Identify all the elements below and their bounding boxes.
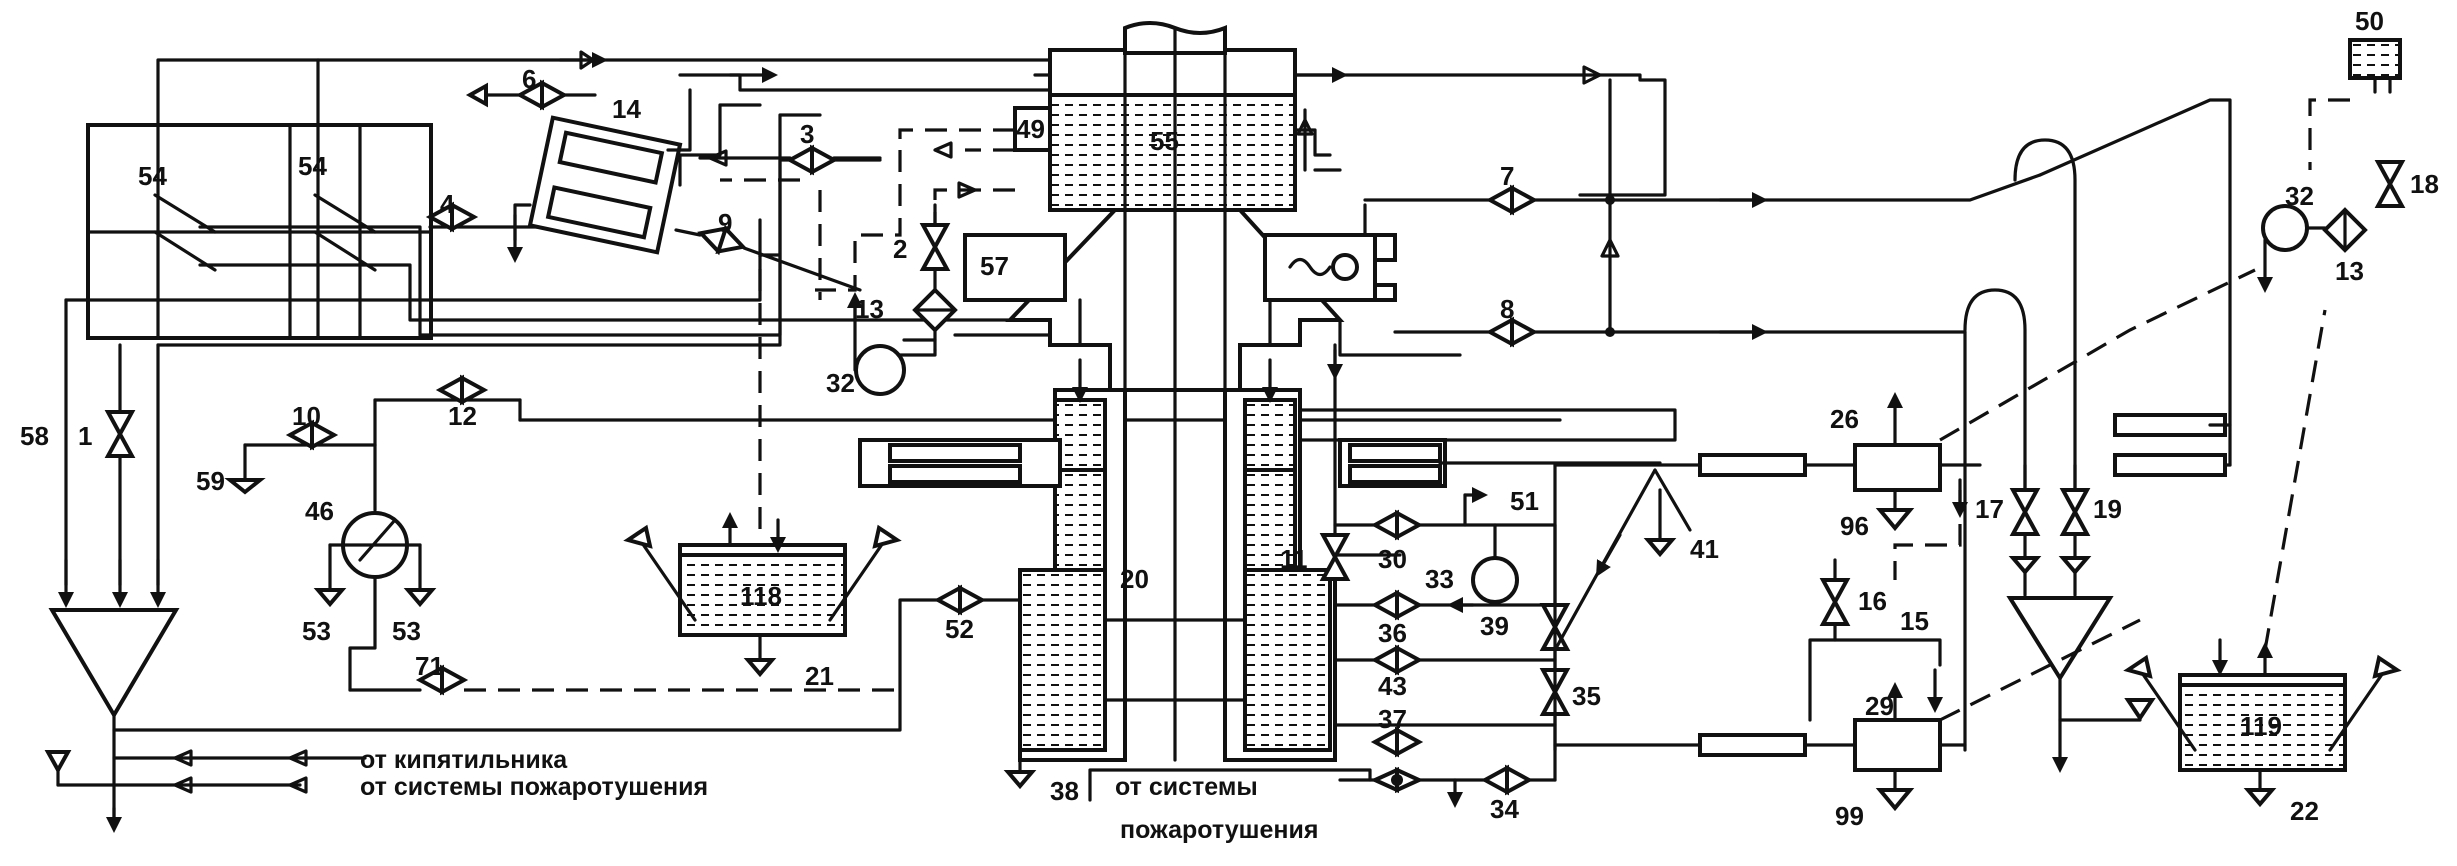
label-49: 49 xyxy=(1016,114,1045,144)
note-from-fire-bottom-1: от системы xyxy=(1115,773,1258,801)
label-9: 9 xyxy=(718,208,732,238)
valve-group-10-12: 10 12 59 46 53 53 71 xyxy=(196,374,1562,696)
label-41: 41 xyxy=(1690,534,1719,564)
label-71: 71 xyxy=(415,651,444,681)
heaters-right xyxy=(1553,413,2232,757)
label-30: 30 xyxy=(1378,544,1407,574)
hood xyxy=(1005,208,1345,392)
label-35: 35 xyxy=(1572,681,1601,711)
label-1: 1 xyxy=(78,421,92,451)
valve-3: 3 xyxy=(698,119,882,176)
label-13b: 13 xyxy=(2335,256,2364,286)
valve-6: 6 xyxy=(465,64,597,111)
valve-9: 9 xyxy=(674,208,862,292)
label-54b: 54 xyxy=(298,151,327,181)
label-51: 51 xyxy=(1510,486,1539,516)
label-4: 4 xyxy=(440,189,455,219)
label-53b: 53 xyxy=(392,616,421,646)
valve-2-filter-13-pump-32: 2 13 32 xyxy=(826,203,1162,398)
label-46: 46 xyxy=(305,496,334,526)
label-29: 29 xyxy=(1865,691,1894,721)
label-32a: 32 xyxy=(826,368,855,398)
label-26: 26 xyxy=(1830,404,1859,434)
label-53a: 53 xyxy=(302,616,331,646)
tank-118: 118 21 xyxy=(623,512,902,691)
label-3: 3 xyxy=(800,119,814,149)
label-6: 6 xyxy=(522,64,536,94)
label-32b: 32 xyxy=(2285,181,2314,211)
label-58: 58 xyxy=(20,421,49,451)
label-14: 14 xyxy=(612,94,641,124)
label-21: 21 xyxy=(805,661,834,691)
label-54a: 54 xyxy=(138,161,167,191)
label-36: 36 xyxy=(1378,618,1407,648)
note-from-fire-left: от системы пожаротушения xyxy=(360,773,708,801)
label-59: 59 xyxy=(196,466,225,496)
top-pipes xyxy=(156,50,1667,197)
label-37: 37 xyxy=(1378,704,1407,734)
tank-55: 55 xyxy=(1048,21,1342,212)
label-18: 18 xyxy=(2410,169,2439,199)
label-19: 19 xyxy=(2093,494,2122,524)
label-43: 43 xyxy=(1378,671,1407,701)
label-7: 7 xyxy=(1500,161,1514,191)
valves-17-19: 17 19 xyxy=(1975,463,2156,773)
label-16: 16 xyxy=(1858,586,1887,616)
label-38: 38 xyxy=(1050,776,1079,806)
label-2: 2 xyxy=(893,234,907,264)
collector-58: 58 xyxy=(20,421,957,833)
unit-26: 26 96 xyxy=(1830,268,2256,580)
label-17: 17 xyxy=(1975,494,2004,524)
label-13a: 13 xyxy=(855,294,884,324)
valve-4: 4 xyxy=(425,189,479,233)
label-96: 96 xyxy=(1840,511,1869,541)
label-22: 22 xyxy=(2290,796,2319,826)
valves-right-of-column: 11 30 36 43 37 34 51 33 39 35 4 xyxy=(1280,463,1719,824)
note-from-fire-bottom-2: пожаротушения xyxy=(1120,816,1318,844)
label-15: 15 xyxy=(1900,606,1929,636)
label-8: 8 xyxy=(1500,294,1514,324)
label-99: 99 xyxy=(1835,801,1864,831)
label-33: 33 xyxy=(1425,564,1454,594)
unit-57: 57 xyxy=(963,203,1397,302)
label-39: 39 xyxy=(1480,611,1509,641)
label-50: 50 xyxy=(2355,6,2384,36)
label-11: 11 xyxy=(1280,544,1308,574)
heat-exchanger-14: 14 xyxy=(507,88,692,263)
label-12: 12 xyxy=(448,401,477,431)
label-34: 34 xyxy=(1490,794,1519,824)
label-10: 10 xyxy=(292,401,321,431)
heaters-mid xyxy=(858,408,1677,488)
heater-panel-54: 54 54 xyxy=(86,123,433,340)
valve-52: 52 xyxy=(933,584,1022,644)
tank-50-chain: 50 18 13 32 xyxy=(2257,6,2439,293)
label-57: 57 xyxy=(980,251,1009,281)
valve-1: 1 xyxy=(78,410,136,458)
valves-7-8: 7 8 xyxy=(1363,98,2232,752)
note-from-boiler: от кипятильника xyxy=(360,746,568,774)
unit-29: 15 29 99 xyxy=(1808,606,2141,831)
label-118: 118 xyxy=(740,581,782,611)
valve-16: 16 xyxy=(1819,558,1887,642)
label-119: 119 xyxy=(2240,711,2282,741)
label-20: 20 xyxy=(1120,564,1149,594)
tank-119: 119 22 xyxy=(2123,309,2402,826)
label-52: 52 xyxy=(945,614,974,644)
